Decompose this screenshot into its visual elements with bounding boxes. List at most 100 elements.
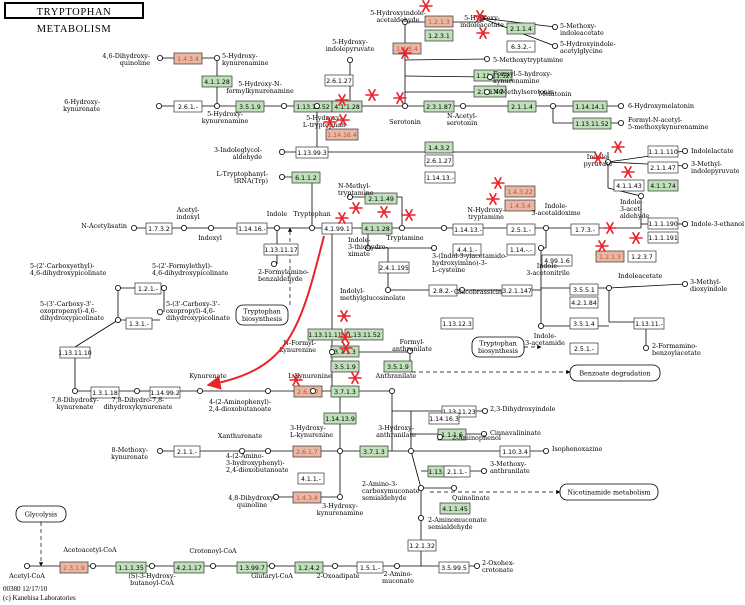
enzyme-box[interactable]: 1.14.16.- (236, 222, 268, 235)
enzyme-box[interactable]: 2.6.1.27 (324, 74, 354, 87)
compound-node[interactable]: 2-Aminophenol (436, 433, 501, 442)
compound-node[interactable]: 3-Methyl-dioxyindole (682, 278, 727, 293)
enzyme-box[interactable]: 1.1.1.6 (437, 428, 467, 441)
enzyme-box[interactable]: 3.7.1.3 (330, 385, 360, 398)
enzyme-box[interactable]: 1.13.11.52 (572, 117, 612, 130)
compound-node[interactable]: 5-Methoxy-indoleacetate (552, 22, 604, 37)
compound-node[interactable]: Indole-3-thiohydro-ximate (348, 236, 388, 258)
enzyme-box[interactable]: 4.99.1.6 (541, 254, 573, 267)
map-link[interactable]: Nicotinamide metabolism (559, 483, 659, 501)
compound-node[interactable]: 2-Formylamino-benzaldehyde (258, 260, 309, 283)
compound-node[interactable]: 4-(2-Amino-3-hydroxyphenyl)-2,4-dioxobut… (226, 447, 289, 474)
enzyme-box[interactable]: 1.13.11.52 (473, 69, 513, 82)
compound-node[interactable]: 6-Hydroxymelatonin (618, 102, 694, 110)
enzyme-box[interactable]: 1.1.1.191 (647, 231, 679, 244)
enzyme-box[interactable]: 2.1.1.49 (473, 85, 507, 98)
enzyme-box[interactable]: 4.2.1.17 (173, 561, 205, 574)
compound-node[interactable]: N-Methyl-tryptamine (338, 182, 374, 200)
compound-node[interactable]: Glucobrassicin (454, 286, 502, 296)
enzyme-box[interactable]: 3.7.1.3 (359, 445, 389, 458)
enzyme-box[interactable]: 1.10.3.4 (499, 445, 531, 458)
compound-node[interactable]: N-Acetylisatin (81, 222, 137, 231)
enzyme-box[interactable]: 1.13.11.- (633, 317, 665, 330)
compound-node[interactable]: Tryptamine (386, 224, 424, 242)
enzyme-box[interactable]: 3.5.1.9 (330, 360, 360, 373)
enzyme-box[interactable]: 4.1.1.28 (361, 222, 393, 235)
compound-node[interactable]: Indole-3-acetamide (525, 322, 565, 347)
enzyme-box[interactable]: 2.1.1.- (443, 465, 471, 478)
enzyme-box[interactable]: 2.8.2.- (428, 284, 458, 297)
compound-node[interactable]: L-Kynurenine (288, 372, 332, 394)
compound-node[interactable]: 5-(2'-Carboxyethyl)-4,6-dihydroxypicolin… (30, 262, 122, 291)
compound-node[interactable]: 5-Hydroxy-L-tryptophan (303, 103, 345, 129)
compound-node[interactable]: 4,6-Dihydroxy-quinoline (102, 52, 163, 67)
compound-node[interactable]: 5-Hydroxy-kynurenamine (202, 103, 287, 125)
compound-node[interactable]: Formyl-5-hydroxy-kynurenamine (486, 70, 552, 85)
compound-node[interactable]: L-Tryptophanyl-tRNA(Trp) (216, 170, 285, 185)
compound-node[interactable]: Indole-pyruvate (584, 153, 613, 168)
enzyme-box[interactable]: 1.2.1.32 (407, 539, 437, 552)
enzyme-box[interactable]: 3.5.99.5 (438, 561, 470, 574)
compound-node[interactable]: 5-Methoxytryptamine (483, 56, 563, 64)
compound-node[interactable]: 3-(Indol-3-ylacetamido-hydroxyimino)-3-L… (430, 244, 507, 274)
compound-node[interactable]: 5-Hydroxyindole-acetaldehyde (370, 9, 426, 25)
enzyme-box[interactable]: 4.1.1.43 (613, 179, 645, 192)
enzyme-box[interactable]: 2.1.1.4 (507, 100, 537, 113)
enzyme-box[interactable]: 6.3.2.- (506, 40, 536, 53)
enzyme-box[interactable]: 1.4.3.22 (504, 185, 536, 198)
compound-node[interactable]: 3-Indoleglycol-aldehyde (214, 146, 285, 161)
compound-node[interactable]: 3-Hydroxy-L-kynurenine (290, 424, 343, 454)
compound-node[interactable]: 5-Hydroxy-indolepyruvate (326, 38, 375, 64)
enzyme-box[interactable]: 2.1.1.- (173, 445, 201, 458)
compound-node[interactable]: 3-Hydroxy-kynurenamine (317, 493, 364, 517)
compound-node[interactable]: 2-Oxohex-crotonate (473, 559, 514, 574)
enzyme-box[interactable]: 4.2.1.84 (569, 296, 599, 309)
enzyme-box[interactable]: 1.3.1.18 (90, 386, 120, 399)
enzyme-box[interactable]: 1.4.3.4 (292, 491, 322, 504)
compound-node[interactable]: 3-Methyl-indolepyruvate (682, 160, 740, 175)
enzyme-box[interactable]: 1.2.1.3 (595, 250, 625, 263)
enzyme-box[interactable]: 2.3.1.9 (59, 561, 89, 574)
enzyme-box[interactable]: 3.5.1.4 (569, 317, 599, 330)
enzyme-box[interactable]: 2.6.1.27 (424, 154, 454, 167)
enzyme-box[interactable]: 1.7.3.- (570, 223, 600, 236)
enzyme-box[interactable]: 2.6.1.7 (292, 445, 322, 458)
enzyme-box[interactable]: 1.7.3.2 (145, 222, 173, 235)
enzyme-box[interactable]: 1.14.13.- (424, 171, 456, 184)
enzyme-box[interactable]: 2.6.1.7 (293, 385, 323, 398)
enzyme-box[interactable]: 1.1.1.110 (647, 145, 679, 158)
compound-node[interactable]: N-Hydroxy-tryptamine (440, 206, 505, 231)
enzyme-box[interactable]: 4.4.1.- (452, 243, 482, 256)
compound-node[interactable]: Quinolinate (450, 484, 490, 502)
enzyme-box[interactable]: 1.13.99.3 (295, 146, 329, 159)
enzyme-box[interactable]: 1.3.99.7 (236, 561, 268, 574)
enzyme-box[interactable]: 1.14.13.- (452, 223, 484, 236)
compound-node[interactable]: Indoxyl (198, 224, 222, 242)
compound-node[interactable]: 7,8-Dihydroxy-kynurenate (51, 387, 99, 411)
enzyme-box[interactable]: 1.13.11.17 (263, 243, 299, 256)
compound-node[interactable]: 5-(3'-Carboxy-3'-oxopropenyl)-4,6-dihydr… (40, 300, 122, 323)
compound-node[interactable]: Formyl-anthranilate (392, 338, 432, 354)
enzyme-box[interactable]: 1.2.3.7 (627, 250, 657, 263)
compound-node[interactable]: Acetyl-CoA (8, 563, 45, 580)
enzyme-box[interactable]: 3.5.5.1 (569, 283, 599, 296)
enzyme-box[interactable]: 3.5.1.9 (235, 100, 265, 113)
compound-node[interactable]: Xanthurenate (218, 432, 263, 454)
enzyme-box[interactable]: 1.2.1.3 (424, 15, 454, 28)
map-link[interactable]: Benzoate degradation (569, 364, 661, 382)
enzyme-box[interactable]: 2.3.1.87 (423, 100, 455, 113)
compound-node[interactable]: Formyl-N-acetyl-5-methoxykynurenamine (618, 116, 709, 131)
enzyme-box[interactable]: 6.1.1.2 (291, 171, 321, 184)
enzyme-box[interactable]: 1.13.11.10 (58, 346, 92, 359)
enzyme-box[interactable]: 1.5.1.- (356, 561, 384, 574)
enzyme-box[interactable]: 1.13.11.52 (344, 328, 384, 341)
enzyme-box[interactable]: 4.1.1.28 (331, 100, 363, 113)
compound-node[interactable]: 4,8-Dihydroxy-quinoline (228, 493, 279, 509)
enzyme-box[interactable]: 1.4.3.4 (173, 52, 203, 65)
compound-node[interactable]: 5-(3'-Carboxy-3'-oxopropyl)-4,6-dihydrox… (156, 300, 230, 322)
compound-node[interactable]: 3-Methoxy-anthranilate (480, 460, 530, 475)
compound-node[interactable]: Tryptophan (293, 210, 331, 231)
enzyme-box[interactable]: 1.14.-.- (506, 243, 536, 256)
